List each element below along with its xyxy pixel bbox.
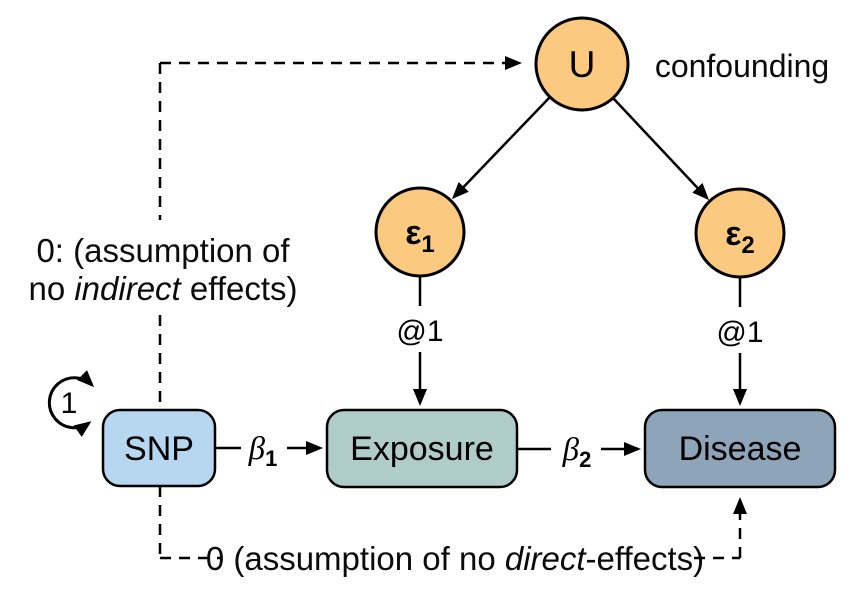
node-epsilon1-circle (374, 186, 466, 278)
node-disease-label: Disease (679, 430, 802, 468)
snp-variance-loop (47, 370, 95, 437)
node-snp-rect (101, 408, 217, 488)
node-exposure-label: Exposure (350, 430, 494, 468)
no-direct-effects-label: 0 (assumption of no direct-effects) (206, 540, 704, 577)
edge-u-epsilon1-arrow (451, 96, 551, 200)
epsilon1-loading-label: @1 (396, 315, 443, 348)
no-indirect-effects-label-line2: no indirect effects) (28, 270, 297, 307)
epsilon2-loading-label: @1 (716, 316, 763, 349)
node-epsilon2-circle (694, 187, 786, 279)
beta2-label: β2 (562, 432, 592, 472)
node-epsilon1-label: ε1 (405, 214, 435, 258)
node-disease-rect (643, 408, 837, 489)
node-epsilon2-label: ε2 (725, 215, 755, 259)
edge-u-epsilon2-arrow (612, 97, 710, 201)
beta1-label: β1 (248, 431, 278, 471)
snp-variance-label: 1 (61, 387, 78, 420)
confounding-label: confounding (655, 48, 829, 84)
node-u-label: U (569, 44, 596, 85)
node-snp-label: SNP (124, 430, 194, 468)
no-indirect-effects-label-line1: 0: (assumption of (36, 232, 290, 269)
node-u-circle (534, 16, 630, 112)
node-exposure-rect (325, 408, 519, 489)
